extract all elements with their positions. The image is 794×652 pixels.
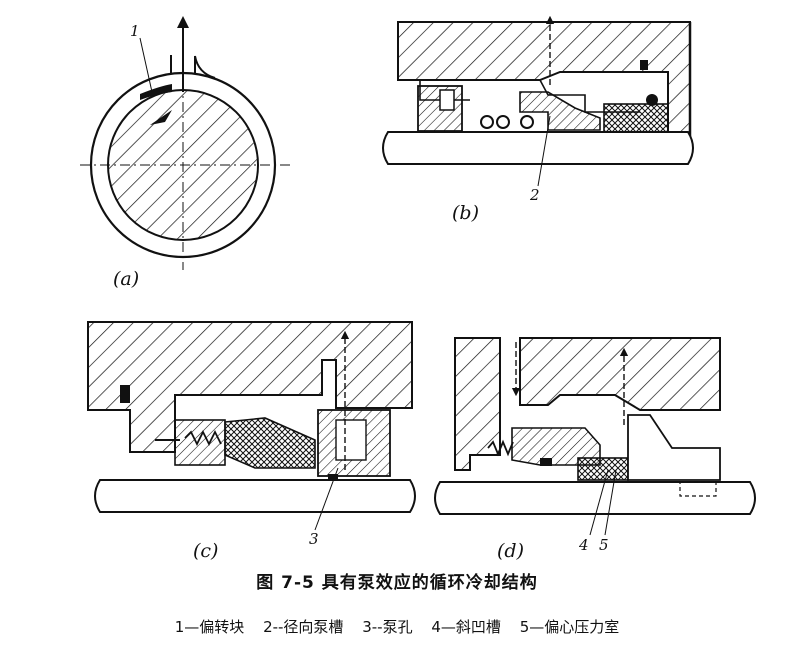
part-number-3: 3 — [309, 530, 319, 548]
legend-item-4: 4—斜凹槽 — [431, 618, 501, 636]
part-number-5: 5 — [599, 536, 609, 554]
legend-item-3: 3--泵孔 — [362, 618, 413, 636]
panel-d-label: (d) — [497, 540, 524, 562]
legend-item-2: 2--径向泵槽 — [263, 618, 344, 636]
part-number-1: 1 — [130, 22, 140, 40]
panel-a-label: (a) — [113, 268, 140, 290]
panel-a-drawing — [80, 16, 290, 270]
panel-c-drawing — [87, 321, 416, 531]
panel-d-drawing — [434, 337, 756, 536]
part-number-2: 2 — [530, 186, 540, 204]
panel-c-label: (c) — [193, 540, 219, 562]
panel-b-label: (b) — [452, 202, 479, 224]
legend-item-5: 5—偏心压力室 — [519, 618, 620, 636]
figure-legend: 1—偏转块 2--径向泵槽 3--泵孔 4—斜凹槽 5—偏心压力室 — [0, 616, 794, 637]
figure-caption: 图 7-5 具有泵效应的循环冷却结构 — [256, 573, 538, 593]
legend-item-1: 1—偏转块 — [174, 618, 245, 636]
panel-b-drawing — [382, 15, 694, 187]
part-number-4: 4 — [579, 536, 589, 554]
